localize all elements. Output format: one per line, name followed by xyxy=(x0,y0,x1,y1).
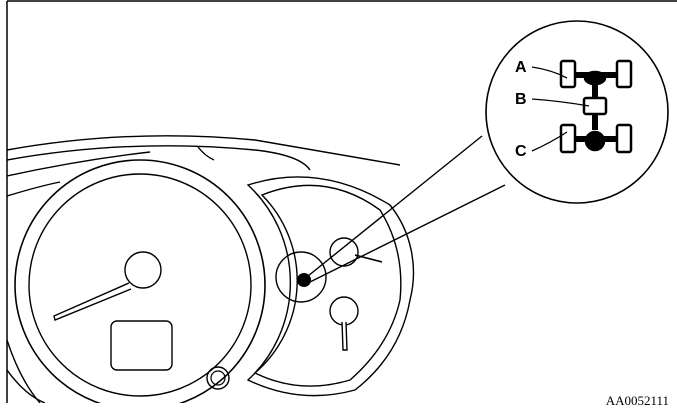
speedometer-needle xyxy=(53,282,132,321)
label-a: A xyxy=(515,59,527,76)
frame-border xyxy=(6,0,677,403)
callout-leader xyxy=(307,135,506,284)
label-leaders xyxy=(531,66,590,152)
right-gauge xyxy=(246,176,415,397)
callout-circle xyxy=(485,20,669,204)
4wd-indicator-dot xyxy=(297,273,311,287)
temp-needle xyxy=(354,254,383,263)
label-c: C xyxy=(515,143,527,160)
odometer-display xyxy=(110,320,173,371)
drivetrain-icon xyxy=(559,59,633,154)
cluster-housing xyxy=(7,135,401,403)
fuel-needle xyxy=(341,321,348,351)
indicator-lamp-circle xyxy=(275,251,327,303)
label-b: B xyxy=(515,91,527,108)
speedometer-gauge xyxy=(14,159,266,403)
trip-reset-knob xyxy=(206,366,230,390)
figure-reference-code: AA0052111 xyxy=(605,393,669,408)
